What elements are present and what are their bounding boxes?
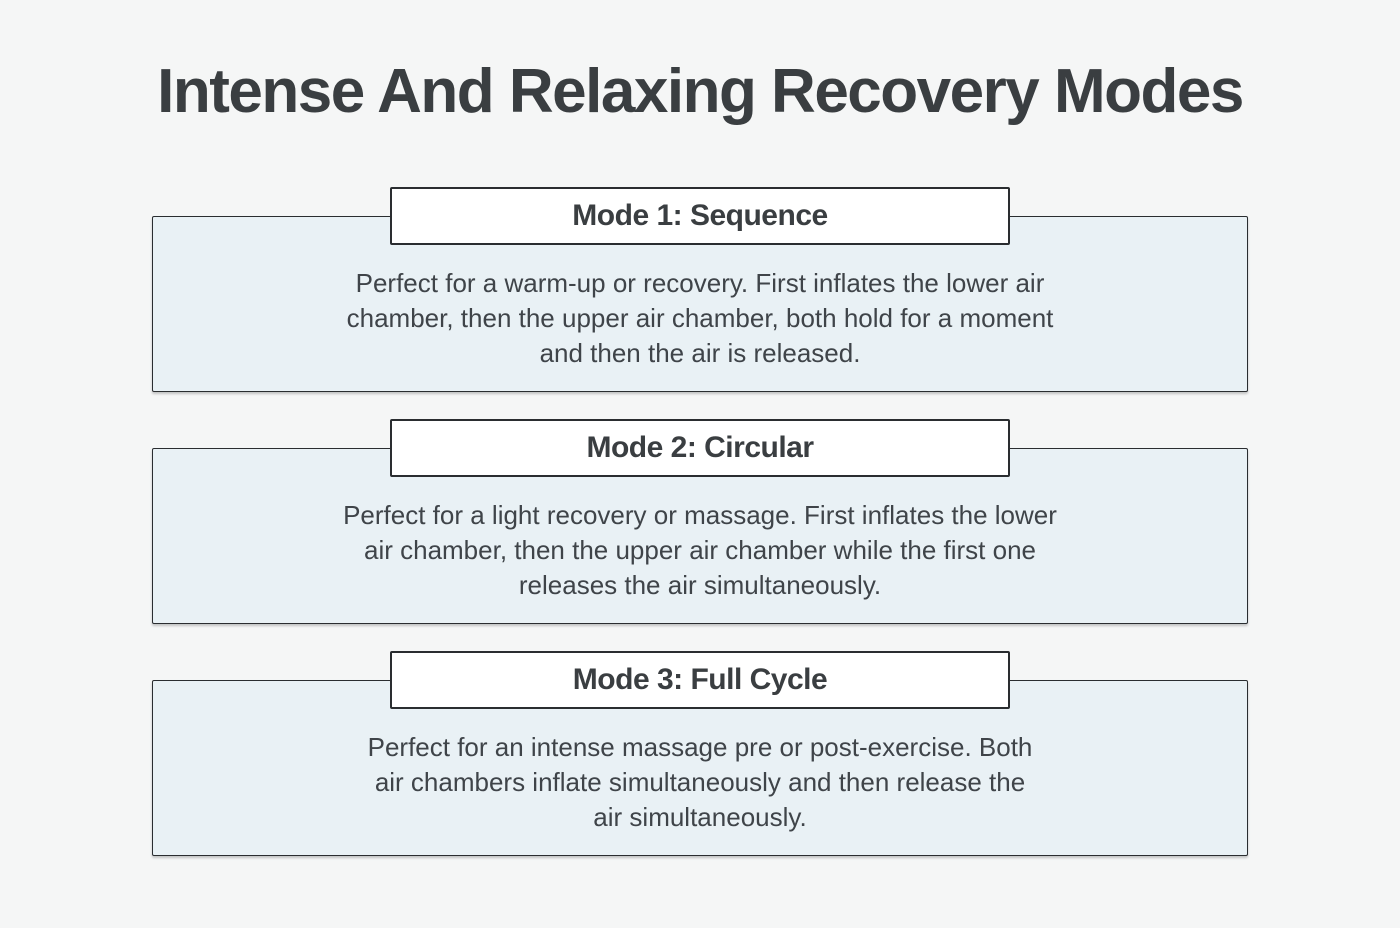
mode-card-panel: Perfect for an intense massage pre or po… (152, 680, 1248, 857)
mode-card-full-cycle: Mode 3: Full Cycle Perfect for an intens… (152, 651, 1248, 857)
page-title: Intense And Relaxing Recovery Modes (157, 57, 1244, 126)
mode-card-title: Mode 2: Circular (586, 431, 814, 465)
mode-card-description: Perfect for an intense massage pre or po… (367, 732, 1033, 833)
mode-card-sequence: Mode 1: Sequence Perfect for a warm-up o… (152, 187, 1248, 393)
mode-cards-list: Mode 1: Sequence Perfect for a warm-up o… (152, 187, 1248, 857)
mode-card-circular: Mode 2: Circular Perfect for a light rec… (152, 419, 1248, 625)
mode-card-panel: Perfect for a warm-up or recovery. First… (152, 216, 1248, 393)
mode-card-header: Mode 3: Full Cycle (390, 651, 1010, 710)
mode-card-panel: Perfect for a light recovery or massage.… (152, 448, 1248, 625)
mode-card-header: Mode 2: Circular (390, 419, 1010, 478)
mode-card-description: Perfect for a light recovery or massage.… (343, 500, 1057, 601)
mode-card-title: Mode 3: Full Cycle (572, 663, 828, 697)
mode-card-title: Mode 1: Sequence (572, 199, 828, 233)
mode-card-description: Perfect for a warm-up or recovery. First… (346, 268, 1054, 369)
mode-card-header: Mode 1: Sequence (390, 187, 1010, 246)
